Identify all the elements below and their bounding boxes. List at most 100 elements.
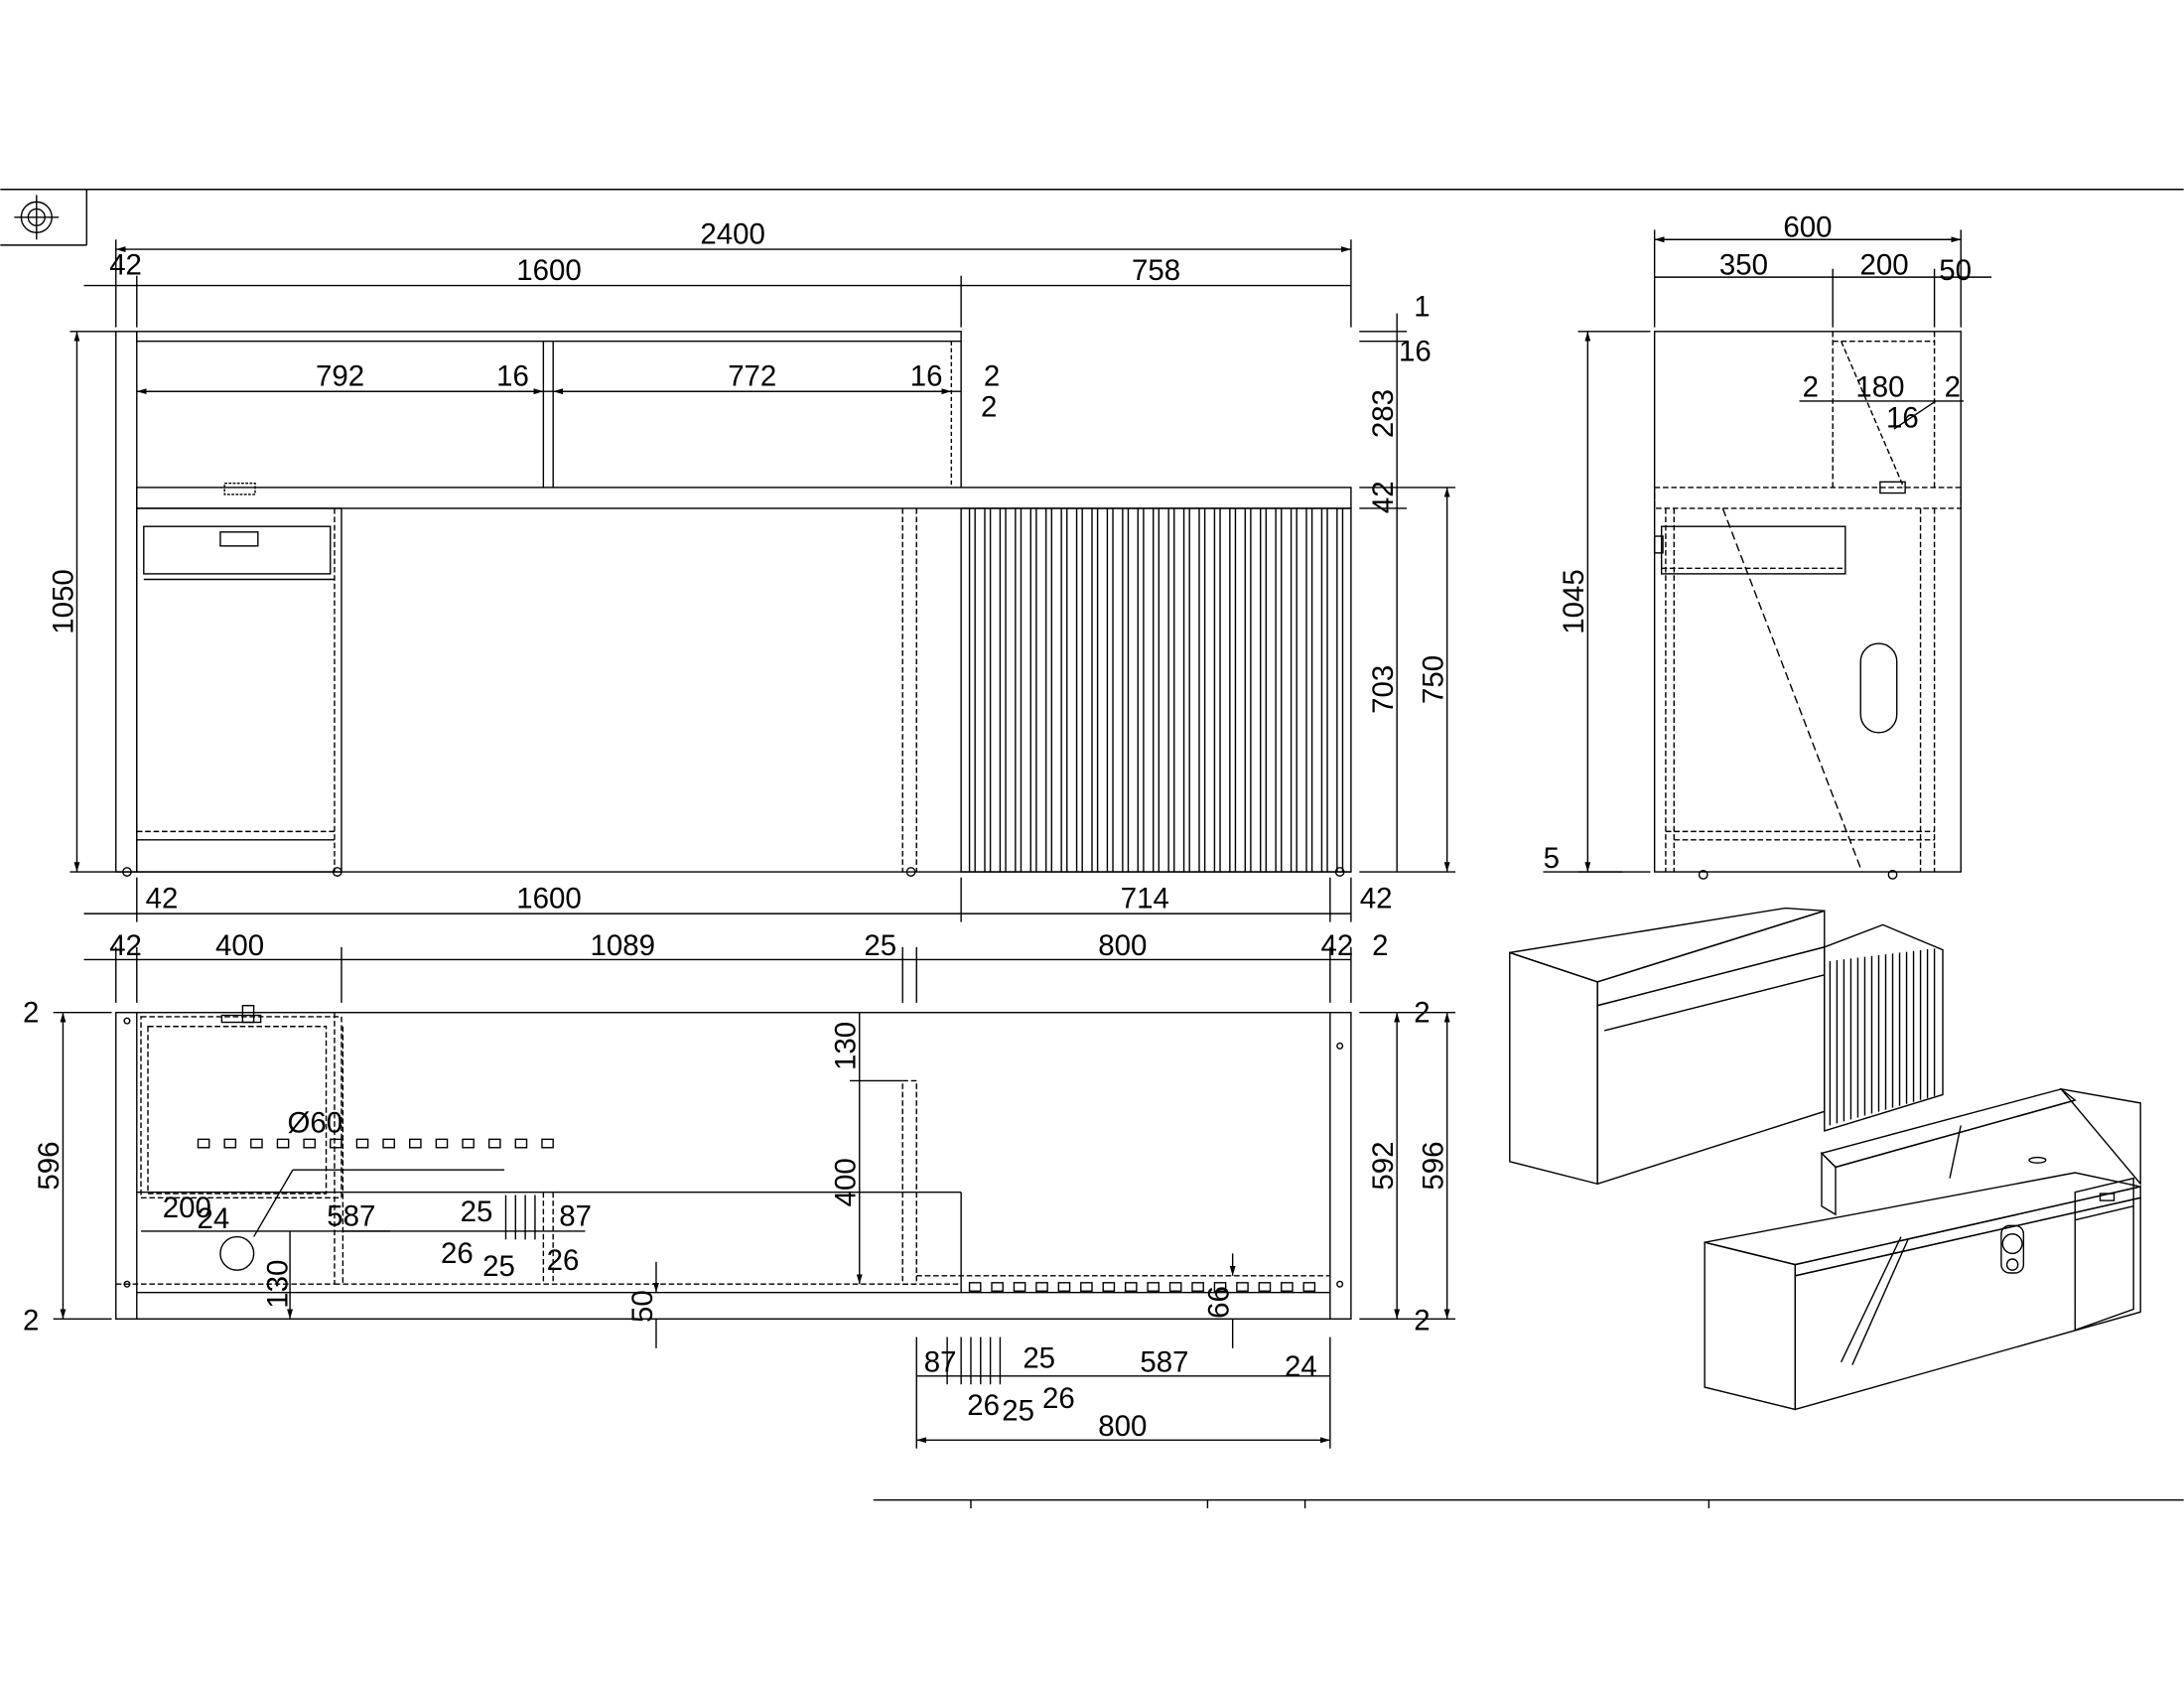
front-slat-panel — [968, 507, 1344, 873]
plan-slot — [1236, 1282, 1249, 1292]
dim-counter-span: 758 — [1132, 254, 1180, 287]
dim-hutch-bay-right: 772 — [728, 360, 776, 393]
dim-plan-depth-inner: 592 — [1367, 1141, 1400, 1190]
dim-grommet-y: 130 — [261, 1260, 294, 1309]
plan-slot — [1281, 1282, 1294, 1292]
dim-depth-back: 50 — [1939, 254, 1972, 287]
dim-bottom-span: 1600 — [516, 883, 581, 915]
dim-hutch-span: 1600 — [516, 254, 581, 287]
plan-slot — [968, 1282, 982, 1292]
dim-rail-span: 587 — [327, 1199, 375, 1232]
dim-hutch-divider-b: 16 — [910, 360, 943, 393]
dim-hutch-board: 16 — [1886, 402, 1919, 435]
dim-right-gap-bottom: 2 — [1414, 1305, 1430, 1337]
plan-hole — [303, 1138, 317, 1149]
plan-slot — [1147, 1282, 1160, 1292]
projection-symbol-icon — [14, 195, 60, 240]
dim-left-panel: 42 — [109, 248, 142, 281]
dim-depth: 600 — [1783, 211, 1832, 243]
plan-hole — [409, 1138, 422, 1149]
plan-slot — [1013, 1282, 1026, 1292]
dim-plan-depth-right: 596 — [1417, 1141, 1449, 1190]
plan-slot — [1057, 1282, 1071, 1292]
plan-slot — [1213, 1282, 1227, 1292]
iso-view-front — [1704, 1087, 2141, 1411]
dim-middle-span: 1089 — [591, 929, 656, 962]
dim-rear-depth: 400 — [830, 1158, 863, 1206]
dim-lower-87: 87 — [924, 1346, 957, 1379]
dim-hutch-height: 283 — [1367, 389, 1400, 438]
plan-view — [115, 1005, 1352, 1321]
plan-hole — [541, 1138, 554, 1149]
dim-base-height: 703 — [1367, 665, 1400, 714]
plan-hole-row — [197, 1138, 1316, 1292]
sheet-frame — [0, 189, 2184, 1509]
front-view — [115, 331, 1352, 877]
plan-slot — [1102, 1282, 1116, 1292]
dim-lower-26b: 26 — [1042, 1382, 1075, 1415]
dim-worktop-thickness: 42 — [1367, 481, 1400, 513]
dim-left-gap-bottom: 2 — [23, 1305, 39, 1337]
plan-hole — [382, 1138, 395, 1149]
plan-hole — [250, 1138, 263, 1149]
dim-foot-clearance: 5 — [1544, 842, 1560, 875]
dim-gap-right: 2 — [1945, 371, 1961, 404]
dim-rail-a: 25 — [461, 1196, 493, 1228]
plan-slot — [1168, 1282, 1182, 1292]
dim-lower-800: 800 — [1098, 1410, 1147, 1443]
plan-slot — [1302, 1282, 1316, 1292]
dim-plan-depth-left: 596 — [33, 1141, 66, 1190]
plan-hole — [355, 1138, 369, 1149]
dim-depth-front: 350 — [1719, 248, 1768, 281]
plan-hole — [223, 1138, 237, 1149]
dim-total-height: 1050 — [47, 569, 79, 634]
plan-hole — [330, 1138, 342, 1149]
dim-rail-c: 26 — [441, 1237, 474, 1270]
dim-right-span: 800 — [1098, 929, 1147, 962]
dim-rear-offset: 130 — [830, 1022, 863, 1070]
plan-hole — [514, 1138, 528, 1149]
dim-grommet-edge: 24 — [198, 1202, 230, 1235]
plan-slot — [991, 1282, 1004, 1292]
dim-rail-b: 87 — [559, 1199, 592, 1232]
dim-bottom-left-panel: 42 — [146, 883, 179, 915]
dim-worktop-height: 750 — [1417, 655, 1449, 704]
dim-plan-left-panel: 42 — [109, 929, 142, 962]
plan-slot — [1191, 1282, 1204, 1292]
dim-lower-24: 24 — [1285, 1350, 1317, 1383]
plan-slot — [1035, 1282, 1048, 1292]
dim-front-strip: 50 — [626, 1290, 659, 1323]
dim-left-gap-top: 2 — [23, 997, 39, 1030]
dim-lower-25b: 25 — [1002, 1395, 1034, 1428]
plan-hole — [197, 1138, 210, 1149]
iso-slat-panel — [1829, 948, 1936, 1126]
dim-hutch-divider-a: 16 — [496, 360, 529, 393]
dim-grommet-dia: Ø60 — [287, 1106, 342, 1139]
dim-rail-d: 25 — [482, 1250, 515, 1283]
dim-depth-mid: 200 — [1860, 248, 1909, 281]
dimension-labels: 2400 42 1600 758 792 16 772 16 2 2 1 16 … — [23, 211, 1972, 1443]
dim-hutch-end-gap-a: 2 — [984, 360, 1000, 393]
dim-drawer-width: 400 — [215, 929, 264, 962]
dimensions — [53, 229, 1992, 1449]
dim-rail-e: 26 — [547, 1244, 580, 1277]
plan-hole — [276, 1138, 290, 1149]
plan-slot — [1258, 1282, 1272, 1292]
dim-lower-587: 587 — [1140, 1346, 1188, 1379]
dim-hutch-depth: 180 — [1855, 371, 1904, 404]
dim-slat-span: 714 — [1121, 883, 1169, 915]
side-view — [1653, 331, 1962, 880]
dim-slat-depth: 66 — [1202, 1286, 1235, 1319]
plan-hole — [462, 1138, 475, 1149]
dim-side-height: 1045 — [1558, 569, 1590, 634]
dim-overall-width: 2400 — [700, 217, 765, 250]
dim-bottom-right-panel: 42 — [1360, 883, 1393, 915]
plan-hole — [487, 1138, 501, 1149]
plan-slot — [1124, 1282, 1138, 1292]
dim-top-offset: 1 — [1414, 290, 1430, 323]
dim-hutch-end-gap-b: 2 — [981, 390, 997, 423]
plan-hole — [435, 1138, 449, 1149]
dim-gap-left: 2 — [1803, 371, 1819, 404]
iso-view-back — [1509, 907, 1944, 1186]
